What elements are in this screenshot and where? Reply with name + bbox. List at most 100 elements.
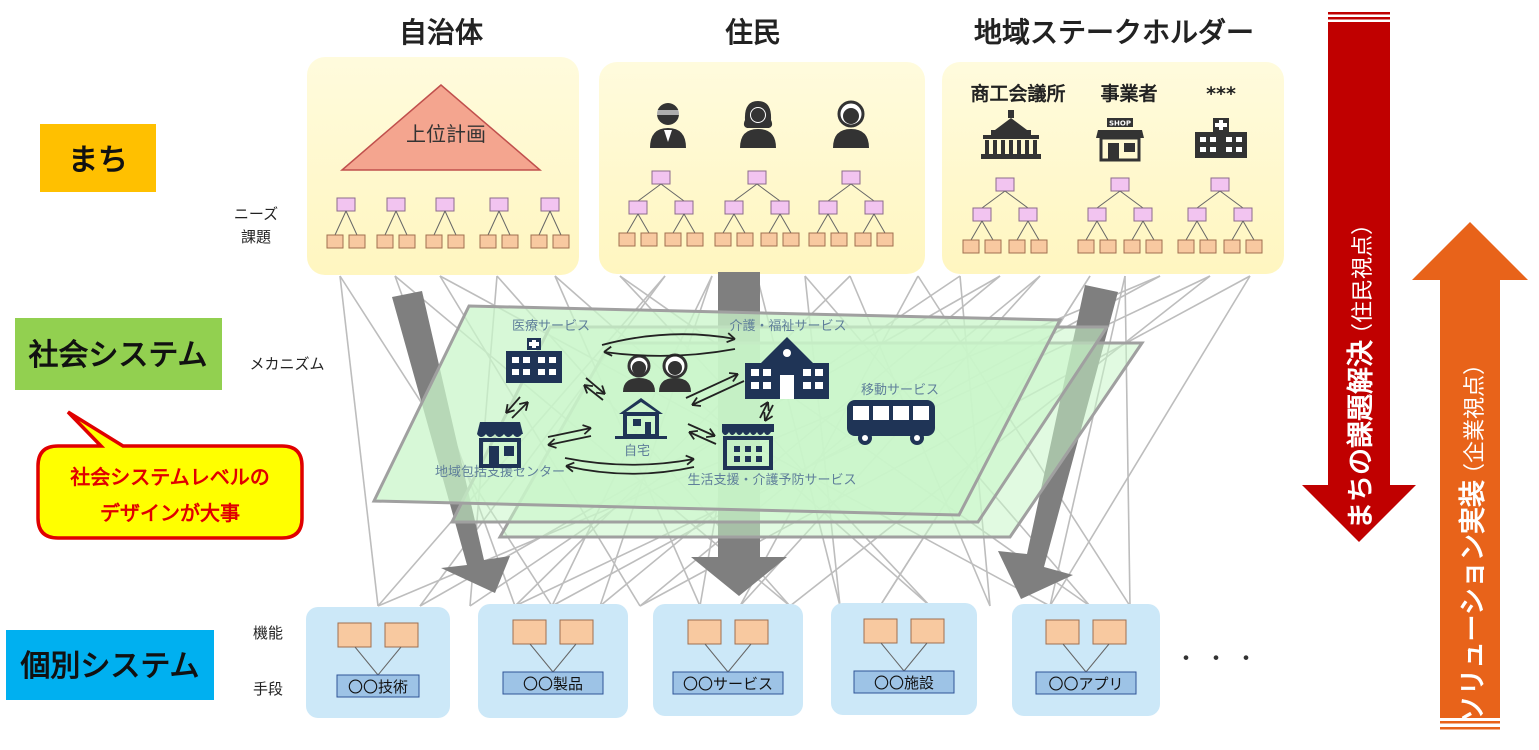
home-care-arrow-b (691, 380, 745, 406)
pink-node (628, 200, 648, 215)
orange-arrow-sub-label: （企業視点） (1463, 353, 1488, 485)
pink-node (540, 197, 560, 212)
shop-care-arrow-a-head (767, 401, 770, 412)
orange-node (1030, 239, 1048, 254)
means-panel-2 (653, 604, 803, 716)
tree-edge (1142, 220, 1155, 241)
function-node-b (559, 619, 594, 645)
tree-edge (862, 213, 875, 234)
means-item-label-0: 〇〇技術 (348, 678, 408, 696)
shop-care-arrow-b-head (764, 415, 774, 422)
solution-implementation-arrow: ソリューション実装 （企業視点） (1412, 222, 1528, 730)
function-edge (1062, 643, 1087, 673)
function-edge (727, 643, 752, 673)
needs-trees (326, 170, 1263, 254)
means-item-label-1: 〇〇製品 (523, 675, 583, 693)
resident-woman-icon (740, 101, 776, 148)
center-home-arrow-a (547, 427, 592, 438)
orange-node (640, 232, 658, 247)
means-item-box-2 (672, 671, 784, 695)
tree-edge (970, 220, 983, 241)
chamber-building-icon (981, 110, 1041, 159)
orange-node (398, 234, 416, 249)
center-to-shop-arrow-head (685, 454, 695, 460)
pink-node (972, 207, 992, 222)
orange-node (326, 234, 344, 249)
orange-arrow-main-label: ソリューション実装 (1457, 480, 1489, 722)
tree-edge (768, 213, 781, 234)
orange-node (479, 234, 497, 249)
needs-label-line2: 課題 (241, 228, 271, 246)
tree-edge (1004, 190, 1029, 209)
tree-edge (981, 220, 994, 241)
tree-edge (637, 213, 650, 234)
pink-node (864, 200, 884, 215)
pink-node (1087, 207, 1107, 222)
resident-elder-icon (833, 100, 869, 148)
orange-node (447, 234, 465, 249)
orange-node (1123, 239, 1141, 254)
shop-to-center-arrow (565, 465, 695, 475)
means-panel-0 (306, 607, 450, 718)
tree-edge (1231, 220, 1244, 241)
means-panel-3 (831, 603, 977, 715)
medical-home-arrow-b (583, 384, 604, 401)
orange-node (552, 234, 570, 249)
stakeholder-chamber-label: 商工会議所 (970, 82, 1065, 105)
care-facility-icon (745, 337, 829, 399)
tree-edge (850, 183, 875, 202)
tree-edge (334, 210, 347, 236)
connection-line-0 (339, 275, 379, 607)
shop-care-arrow-b-head (763, 411, 766, 422)
callout-line2: デザインが大事 (100, 501, 240, 525)
red-arrow-main-label: まちの課題解決 (1345, 339, 1377, 529)
pink-node (747, 170, 767, 185)
function-node-a (1045, 619, 1080, 645)
means-item-label-3: 〇〇施設 (874, 674, 934, 692)
tree-edge (1119, 190, 1144, 209)
means-panel-1 (478, 604, 628, 718)
home-care-arrow-a-head (728, 372, 739, 375)
function-edge (903, 642, 928, 672)
orange-node (425, 234, 443, 249)
home-shop-arrow-b-head (688, 431, 695, 440)
medical-center-arrow-b-head (519, 401, 529, 406)
individual-system-panels: 〇〇技術〇〇製品〇〇サービス〇〇施設〇〇アプリ (306, 603, 1160, 718)
orange-node (376, 234, 394, 249)
pink-node (1210, 177, 1230, 192)
service-mobility-label: 移動サービス (861, 383, 939, 398)
care-to-medical-arrow-head (603, 351, 613, 357)
medical-center-arrow-b-head (524, 401, 529, 411)
column-header-residents: 住民 (725, 16, 781, 49)
medical-home-arrow-a-head (595, 391, 606, 395)
function-node-b (910, 618, 945, 644)
tree-edge (873, 213, 886, 234)
function-node-a (687, 619, 722, 645)
service-home-label: 自宅 (624, 444, 650, 459)
medical-home-arrow-b-head (583, 384, 594, 388)
function-edge (377, 646, 402, 676)
hospital-icon (506, 338, 562, 383)
tree-edge (626, 213, 639, 234)
orange-node (686, 232, 704, 247)
tree-edge (384, 210, 397, 236)
means-label: 手段 (253, 680, 283, 698)
orange-node (876, 232, 894, 247)
function-label: 機能 (253, 624, 283, 642)
level-individual-label: 個別システム (19, 649, 199, 684)
shop-to-center-arrow-head (565, 461, 575, 467)
medical-to-care-arrow-head (727, 332, 736, 340)
service-community-center-label: 地域包括支援センター (435, 465, 565, 480)
orange-node (348, 234, 366, 249)
function-edge (529, 643, 554, 673)
center-home-arrow-b-head (547, 438, 556, 446)
shop-to-center-arrow-head (565, 465, 574, 473)
orange-node (501, 234, 519, 249)
orange-node (1199, 239, 1217, 254)
center-home-arrow-a-head (583, 427, 592, 435)
pink-node (1233, 207, 1253, 222)
social-system-planes (371, 304, 1145, 539)
red-arrow-sub-label: （住民視点） (1351, 213, 1376, 345)
function-node-b (734, 619, 769, 645)
resident-man-icon (650, 103, 686, 148)
